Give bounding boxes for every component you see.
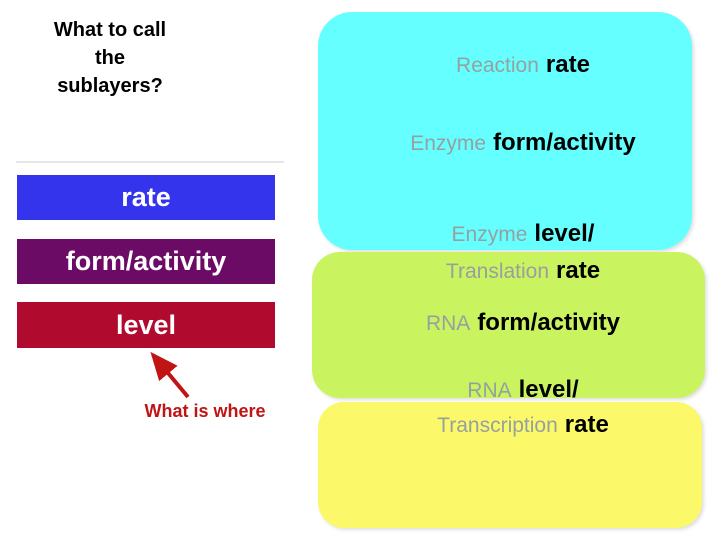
bar-rate-label: rate (121, 182, 171, 212)
bar-form-activity: form/activity (17, 239, 275, 284)
label-prefix: Reaction (456, 54, 539, 77)
divider-line (16, 161, 284, 163)
layer-reaction-enzyme (318, 12, 692, 250)
label-bold: level/ (534, 220, 595, 247)
label-prefix: Enzyme (451, 223, 528, 246)
title-line-2: the (95, 47, 125, 69)
label-rna-form-activity: RNA form/activity (332, 308, 714, 341)
label-rna-level: RNA level/ (332, 375, 714, 408)
label-bold: form/activity (493, 129, 636, 156)
label-translation-rate: Translation rate (332, 256, 714, 289)
label-reaction-rate: Reaction rate (332, 50, 714, 83)
label-enzyme-form-activity: Enzyme form/activity (332, 128, 714, 161)
label-prefix: RNA (467, 379, 512, 402)
label-enzyme-level: Enzyme level/ (332, 219, 714, 252)
what-is-where-label: What is where (144, 401, 266, 421)
label-prefix: Translation (445, 260, 550, 283)
label-bold: rate (564, 411, 609, 438)
label-prefix: RNA (425, 312, 471, 335)
label-bold: level/ (518, 376, 579, 403)
title-line-1: What to call (53, 19, 167, 41)
what-is-where-arrow-icon (150, 351, 190, 399)
layer-translation-rna (312, 252, 705, 398)
label-bold: rate (556, 257, 601, 284)
slide-title: What to call the sublayers? (30, 16, 190, 100)
bar-level-label: level (115, 309, 177, 340)
label-prefix: Transcription (437, 414, 558, 437)
label-prefix: Enzyme (410, 132, 487, 155)
label-bold: rate (545, 51, 590, 78)
bar-rate: rate (17, 175, 275, 220)
label-transcription-rate: Transcription rate (332, 410, 714, 443)
bar-form-activity-label: form/activity (65, 246, 227, 276)
label-bold: form/activity (477, 309, 621, 336)
layer-transcription (318, 402, 702, 528)
title-line-3: sublayers? (57, 75, 163, 97)
bar-level: level (17, 302, 275, 348)
